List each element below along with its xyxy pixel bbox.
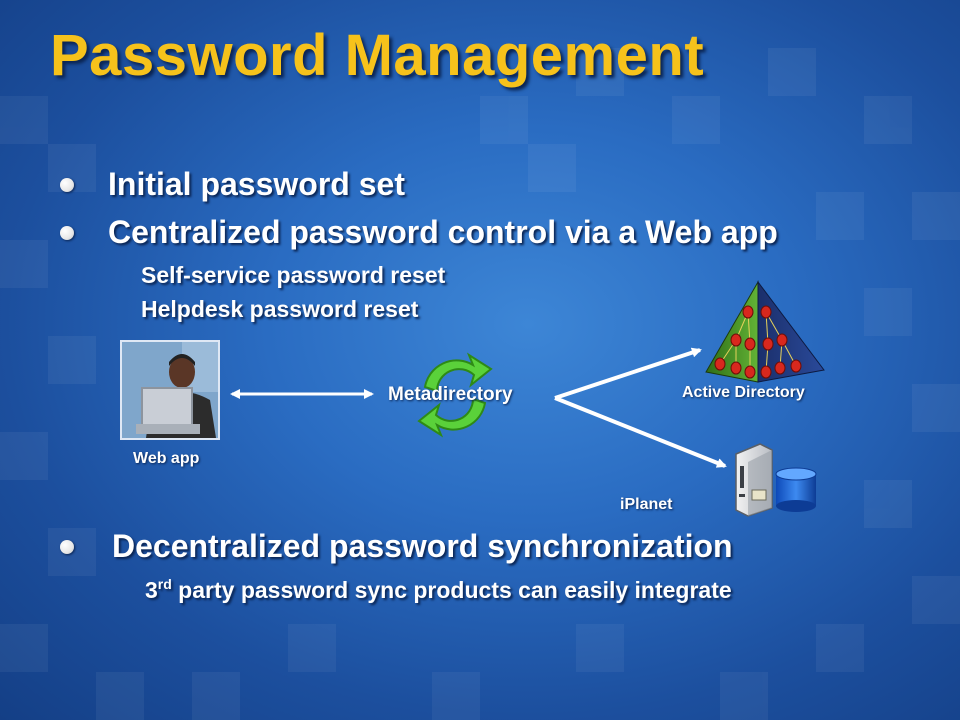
- active-directory-label: Active Directory: [682, 384, 805, 401]
- metadirectory-sync-icon: [417, 352, 493, 438]
- bullet-dot-icon: [60, 226, 74, 240]
- sub-bullet-self-service: Self-service password reset: [141, 262, 446, 288]
- metadirectory-label: Metadirectory: [388, 384, 513, 405]
- bullet-text: Centralized password control via a Web a…: [108, 214, 778, 250]
- iplanet-label: iPlanet: [620, 496, 673, 513]
- iplanet-database-icon: [775, 467, 817, 512]
- sub-bullet-text: party password sync products can easily …: [171, 577, 732, 603]
- bullet-dot-icon: [60, 540, 74, 554]
- bullet-text: Initial password set: [108, 166, 405, 202]
- bullet-dot-icon: [60, 178, 74, 192]
- metadirectory-to-ad-arrow: [554, 347, 702, 400]
- bullet-text: Decentralized password synchronization: [112, 528, 733, 564]
- user-at-laptop-icon: [122, 342, 218, 438]
- metadirectory-to-iplanet-arrow: [554, 396, 727, 468]
- bullet-initial-password: Initial password set: [60, 166, 405, 203]
- bullet-centralized-control: Centralized password control via a Web a…: [60, 214, 778, 251]
- sub-bullet-third-party: 3rd party password sync products can eas…: [145, 576, 732, 604]
- active-directory-pyramid-icon: [705, 280, 825, 383]
- web-app-user-photo: [120, 340, 220, 440]
- web-app-label: Web app: [133, 450, 200, 467]
- bullet-decentralized-sync: Decentralized password synchronization: [60, 528, 733, 565]
- ordinal-suffix: rd: [157, 576, 172, 592]
- ordinal-number: 3: [145, 577, 158, 603]
- sub-bullet-helpdesk: Helpdesk password reset: [141, 296, 419, 322]
- slide-title: Password Management: [50, 23, 705, 88]
- iplanet-server-icon: [735, 443, 773, 517]
